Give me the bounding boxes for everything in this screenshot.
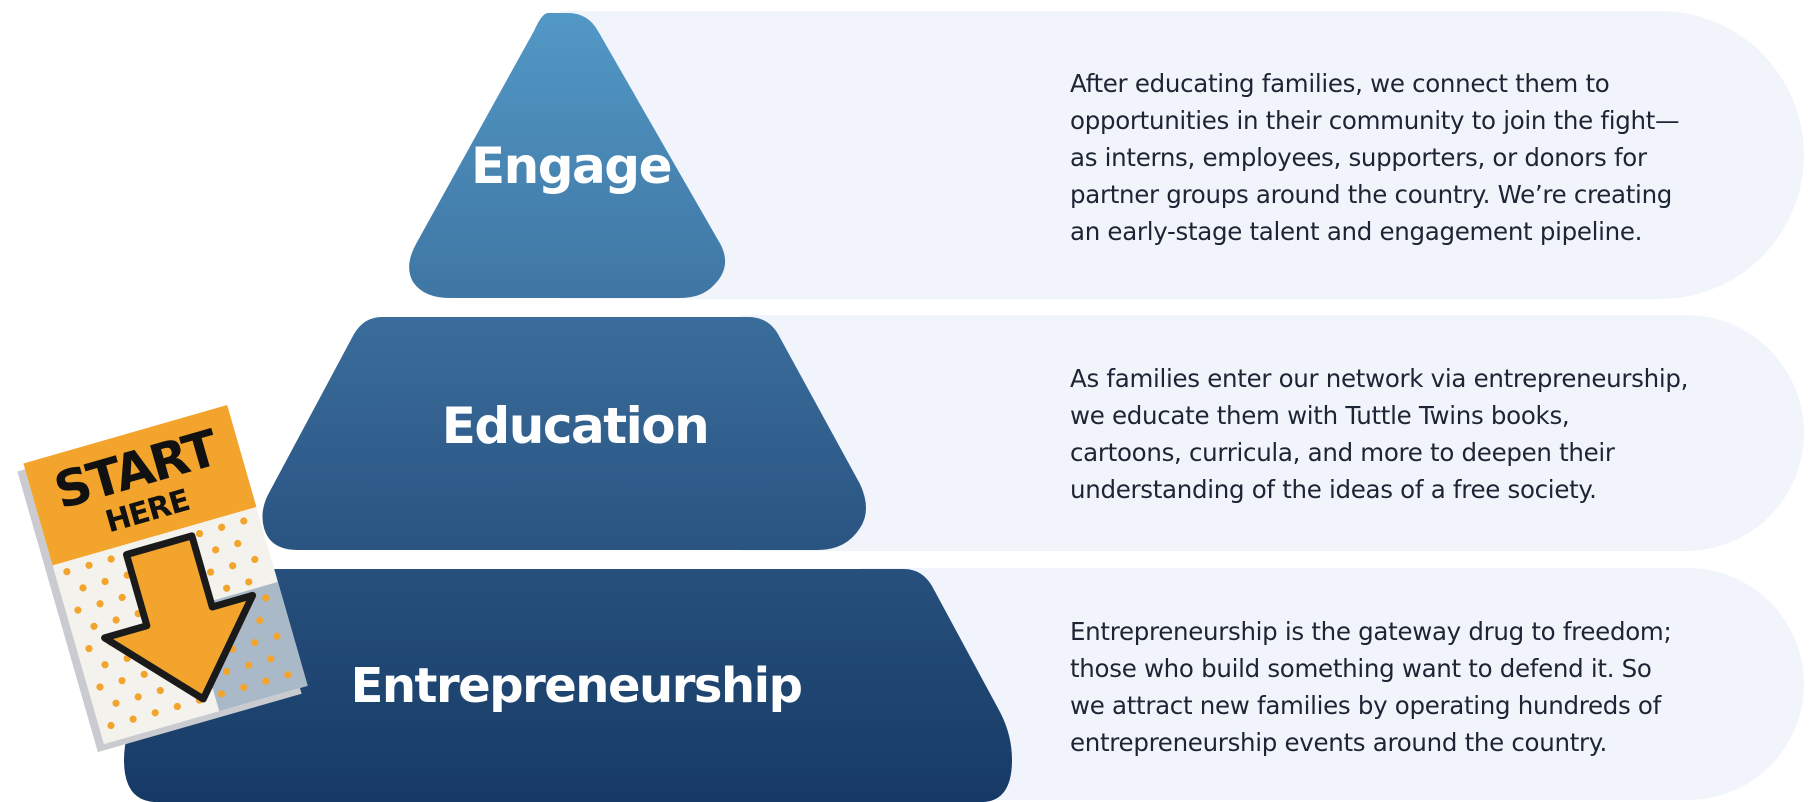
- tier-education-label: Education: [442, 397, 708, 455]
- sticker-dot: [284, 671, 292, 679]
- sticker-dot: [251, 639, 259, 647]
- description-line: understanding of the ideas of a free soc…: [1070, 475, 1597, 504]
- sticker-dot: [140, 670, 148, 678]
- sticker-header: [23, 405, 257, 566]
- sticker-dot: [245, 578, 253, 586]
- entrepreneurship-description: Entrepreneurship is the gateway drug to …: [1070, 613, 1760, 761]
- sticker-dot: [85, 644, 93, 653]
- sticker-dot: [251, 555, 259, 564]
- tier-entrepreneurship-label: Entrepreneurship: [351, 658, 802, 714]
- sticker-dot: [223, 584, 231, 592]
- sticker-dot: [267, 655, 275, 663]
- sticker-dot: [151, 709, 159, 717]
- description-line: we educate them with Tuttle Twins books,: [1070, 401, 1570, 430]
- start-here-sticker: START HERE: [17, 405, 308, 753]
- sticker-dot: [206, 568, 215, 576]
- description-line: opportunities in their community to join…: [1070, 106, 1680, 135]
- tier-entrepreneurship-shape: [124, 569, 1012, 802]
- sticker-dot: [90, 622, 98, 630]
- sticker-dot: [134, 693, 142, 701]
- description-line: an early-stage talent and engagement pip…: [1070, 217, 1643, 246]
- sticker-dot: [212, 546, 220, 554]
- sticker-dot: [101, 577, 109, 586]
- description-line: As families enter our network via entrep…: [1070, 364, 1689, 393]
- sticker-dot: [118, 593, 126, 602]
- description-line: we attract new families by operating hun…: [1070, 691, 1661, 720]
- sticker-dot: [107, 721, 115, 730]
- sticker-dot: [173, 702, 181, 711]
- tier-engage-shape: [409, 13, 726, 298]
- sticker-dot: [262, 677, 270, 685]
- entrepreneurship-band: [860, 568, 1804, 800]
- down-arrow-icon: [101, 532, 257, 703]
- sticker-dot: [195, 530, 204, 538]
- sticker-dot: [245, 661, 253, 669]
- sticker-dot: [217, 690, 226, 698]
- sticker-dot: [96, 600, 104, 608]
- sticker-dot: [240, 683, 248, 692]
- sticker-dot: [118, 677, 126, 685]
- engage-band: [560, 11, 1804, 299]
- sticker-dot: [107, 555, 115, 563]
- sticker-dot: [96, 683, 104, 691]
- description-line: Entrepreneurship is the gateway drug to …: [1070, 617, 1672, 646]
- sticker-dot: [101, 661, 109, 669]
- sticker-dot: [229, 562, 237, 570]
- sticker-dot: [63, 568, 71, 576]
- sticker-dot: [79, 584, 87, 592]
- sticker-dot: [240, 517, 248, 525]
- description-line: partner groups around the country. We’re…: [1070, 180, 1673, 209]
- education-description: As families enter our network via entrep…: [1070, 360, 1760, 508]
- education-band: [740, 315, 1804, 551]
- sticker-dot: [129, 715, 137, 723]
- description-line: cartoons, curricula, and more to deepen …: [1070, 438, 1615, 467]
- description-line: After educating families, we connect the…: [1070, 69, 1610, 98]
- tier-education-shape: [262, 317, 866, 550]
- description-line: as interns, employees, supporters, or do…: [1070, 143, 1647, 172]
- description-line: entrepreneurship events around the count…: [1070, 728, 1607, 757]
- sticker-dot: [256, 616, 264, 624]
- tier-engage-label: Engage: [471, 137, 671, 195]
- sticker-dot: [218, 523, 226, 531]
- sticker-dot: [262, 594, 270, 602]
- sticker-dot: [85, 561, 93, 569]
- sticker-dot: [273, 632, 281, 640]
- engage-description: After educating families, we connect the…: [1070, 65, 1760, 250]
- sticker-dot: [112, 699, 120, 707]
- sticker-dot: [234, 539, 242, 548]
- sticker-dot: [74, 606, 82, 614]
- sticker-dot: [223, 667, 231, 676]
- sticker-dot: [112, 616, 120, 624]
- description-line: those who build something want to defend…: [1070, 654, 1652, 683]
- sticker-dot: [156, 686, 164, 695]
